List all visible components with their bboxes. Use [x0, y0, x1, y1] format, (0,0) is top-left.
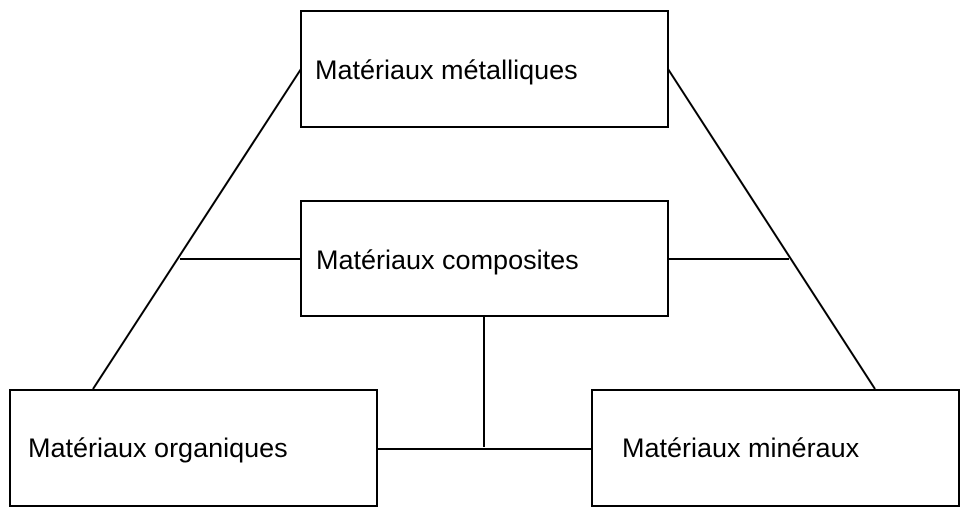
node-metalliques-box: [300, 10, 669, 128]
node-composites-label: Matériaux composites: [316, 245, 579, 275]
node-composites-box: [300, 200, 669, 317]
node-composites: Matériaux composites: [300, 200, 669, 317]
edge-metalliques-mineraux: [667, 68, 876, 390]
node-metalliques-label: Matériaux métalliques: [315, 55, 578, 85]
node-organiques-box: [9, 389, 378, 507]
edge-metalliques-organiques: [92, 68, 302, 390]
node-mineraux-box: [591, 389, 960, 507]
node-metalliques: Matériaux métalliques: [300, 10, 669, 128]
node-mineraux-label: Matériaux minéraux: [622, 433, 860, 463]
node-organiques-label: Matériaux organiques: [28, 433, 288, 463]
node-mineraux: Matériaux minéraux: [591, 389, 960, 507]
node-organiques: Matériaux organiques: [9, 389, 378, 507]
